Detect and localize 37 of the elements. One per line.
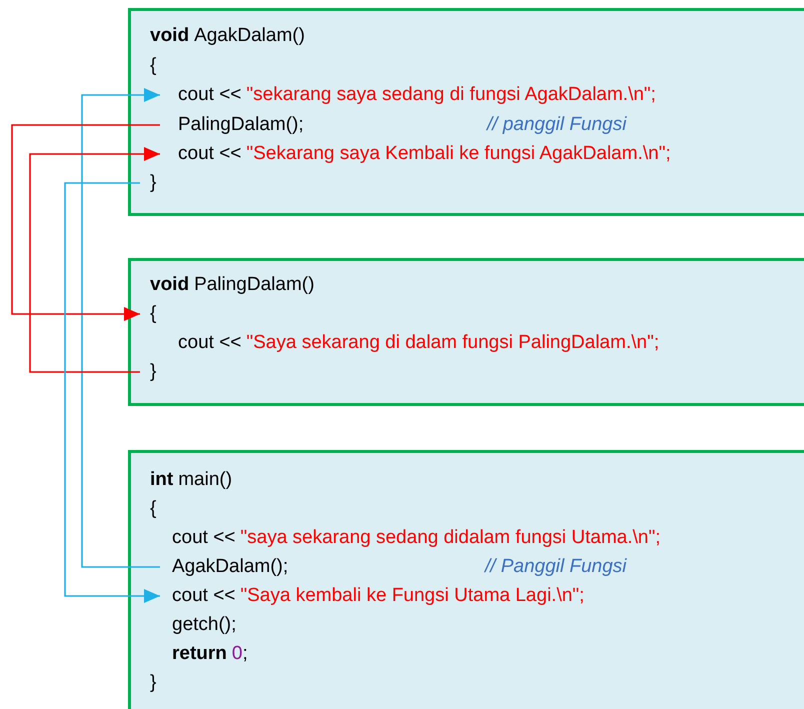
code-text: PalingDalam() [194,273,314,297]
code-text: cout << [178,142,242,166]
code-text: cout << [172,526,236,550]
code-comment: // Panggil Fungsi [485,555,627,579]
arrow [29,147,160,373]
string-literal: "Saya sekarang di dalam fungsi PalingDalam.\n"; [246,331,660,355]
code-text: getch(); [172,613,236,637]
string-literal: "Sekarang saya Kembali ke fungsi AgakDalam.\n"; [246,142,671,166]
code-text: { [150,54,156,78]
arrow [64,182,160,603]
number-literal: 0 [232,642,242,666]
code-keyword: return [172,642,227,666]
code-text: main() [178,468,232,492]
code-text: cout << [178,331,242,355]
code-text: { [150,302,156,326]
code-panel [128,258,804,406]
arrow [81,88,160,568]
code-text: } [150,360,156,384]
code-text: PalingDalam(); [178,113,305,137]
code-keyword: void [150,24,190,48]
code-text: cout << [178,83,242,107]
code-text: } [150,671,156,695]
code-keyword: void [150,273,190,297]
string-literal: "saya sekarang sedang didalam fungsi Utama.\n"; [240,526,661,550]
code-comment: // panggil Fungsi [487,113,626,137]
string-literal: "Saya kembali ke Fungsi Utama Lagi.\n"; [240,584,584,608]
arrow [11,124,160,321]
code-panel [128,450,804,709]
string-literal: "sekarang saya sedang di fungsi AgakDalam.\n"; [246,83,656,107]
code-keyword: int [150,468,174,492]
code-text: ; [242,642,248,666]
code-panel [128,8,804,216]
code-text: cout << [172,584,236,608]
code-text: } [150,171,156,195]
code-text: { [150,497,156,521]
code-text: AgakDalam(); [172,555,290,579]
code-text: AgakDalam() [194,24,305,48]
